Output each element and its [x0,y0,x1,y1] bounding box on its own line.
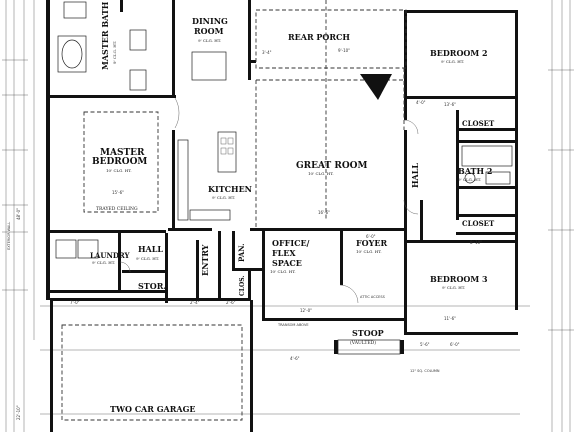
room-ceiling-great-room: 10' CLG. HT. [308,171,334,176]
room-labels: MASTER BATH 9' CLG. HT. DINING ROOM 9' C… [90,1,495,414]
dimension-label: 13'-6" [444,102,456,107]
fixtures [55,1,513,355]
room-note-trayed-ceiling: TRAYED CEILING [96,206,138,212]
room-ceiling-office: 10' CLG. HT. [270,269,296,274]
dimension-label: 2'-4" [190,300,200,305]
room-ceiling-kitchen: 9' CLG. HT. [212,195,235,200]
room-label-rear-porch: REAR PORCH [288,32,350,42]
dimension-labels: 9'-10" 16'-6" 13'-6" 3'-4" 15'-6" 4'-0" … [16,48,482,420]
dimension-label: 9'-10" [338,48,350,53]
room-label-master-bedroom-2: BEDROOM [92,157,147,167]
room-label-hall-right: HALL [410,163,420,188]
dimension-label: 6'-0" [450,342,460,347]
dimension-label: 4'-6" [290,356,300,361]
room-label-kitchen: KITCHEN [208,184,252,194]
room-label-garage: TWO CAR GARAGE [110,404,196,414]
room-label-bath-2: BATH 2 [458,166,492,176]
room-label-great-room: GREAT ROOM [296,161,368,171]
plan-notes: TRANSOM ABOVE ATTIC ACCESS EXTERIOR WALL… [7,222,440,373]
room-ceiling-master-bedroom: 10' CLG. HT. [106,168,132,173]
room-ceiling-master-bath: 9' CLG. HT. [112,41,117,64]
room-label-entry: ENTRY [200,244,210,276]
room-label-stor: STOR. [138,281,166,291]
dimension-label: 12'-0" [300,308,312,313]
room-label-dining: DINING [192,16,228,26]
dimension-label: 15'-6" [112,190,124,195]
room-label-foyer: FOYER [356,238,387,248]
room-ceiling-bedroom-2: 9' CLG. HT. [441,59,464,64]
room-label-laundry: LAUNDRY [90,251,131,260]
room-note-stoop-vaulted: (VAULTED) [350,339,376,346]
dimension-label: 6'-0" [366,234,376,239]
room-label-closet-top: CLOSET [462,119,495,128]
room-ceiling-dining: 9' CLG. HT. [198,38,221,43]
dimension-label: 7'-0" [70,300,80,305]
dimension-label: 48'-0" [16,208,21,220]
room-label-bedroom-3: BEDROOM 3 [430,274,488,284]
beam-lines [61,0,407,421]
room-label-office-3: SPACE [272,258,302,268]
room-label-master-bath: MASTER BATH [100,1,110,70]
room-label-stoop: STOOP [352,328,384,338]
dimension-label: 3'-4" [262,50,272,55]
room-ceiling-foyer: 10' CLG. HT. [356,249,382,254]
dimension-label: 11'-6" [444,316,456,321]
room-label-bedroom-2: BEDROOM 2 [430,48,488,58]
room-ceiling-hall-left: 9' CLG. HT. [136,256,159,261]
dimension-label: 8'-10" [470,240,482,245]
room-label-clos: CLOS. [239,276,246,296]
note-transom-above: TRANSOM ABOVE [277,323,309,327]
dimension-label: 16'-6" [318,210,330,215]
note-attic-access: ATTIC ACCESS [360,295,386,299]
note-exterior-wall: EXTERIOR WALL [7,222,11,250]
room-label-office-2: FLEX [272,248,296,258]
dimension-label: 4'-0" [416,100,426,105]
walls [46,0,518,432]
room-ceiling-laundry: 9' CLG. HT. [92,260,115,265]
room-label-closet-bottom: CLOSET [462,219,495,228]
room-label-dining-2: ROOM [194,26,224,36]
room-ceiling-bath-2: 9' CLG. HT. [458,177,481,182]
room-ceiling-bedroom-3: 9' CLG. HT. [442,285,465,290]
room-label-office: OFFICE/ [272,238,310,248]
room-label-pan: PAN. [237,243,246,262]
room-label-master-bedroom: MASTER [100,148,145,158]
note-column: 12" SQ. COLUMN [410,369,440,373]
dimension-label: 22'-10" [16,405,21,420]
dimension-label: 5'-6" [420,342,430,347]
room-label-hall-left: HALL [138,244,163,254]
dimension-label: 2'-6" [226,300,236,305]
